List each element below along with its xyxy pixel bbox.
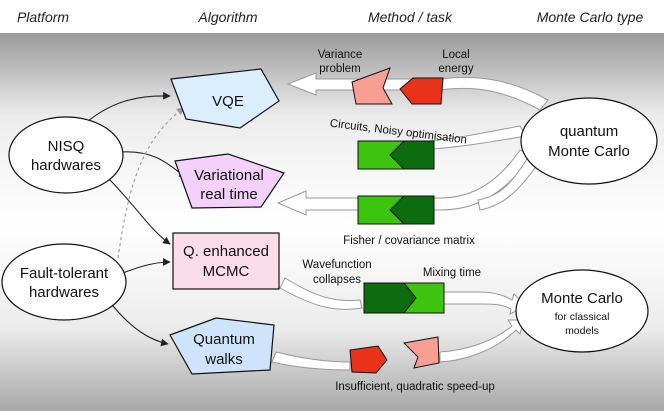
insufficient-salmon-shape (402, 336, 440, 369)
fisher-shape (357, 195, 435, 225)
nisq-platform-node: NISQ hardwares (8, 116, 124, 194)
mcmc-rect (172, 232, 280, 290)
header-band (0, 0, 664, 33)
fault-tolerant-ellipse (1, 243, 127, 321)
variance-problem-shape (351, 67, 393, 105)
insufficient-red (349, 345, 388, 374)
hollow-arrow-mcmc-to-mc (279, 277, 363, 310)
insufficient-label: Insufficient, quadratic speed-up (335, 381, 495, 393)
vqe-node: VQE (170, 68, 280, 129)
variance-problem-label-line1: Variance (318, 49, 363, 61)
variational-real-time-node: Variational real time (174, 153, 285, 209)
insufficient-salmon (402, 336, 440, 369)
arrow-ft-to-walks (107, 299, 169, 347)
hollow-arrow-walks-to-insufficient (271, 351, 351, 371)
quantum-mc-ellipse (520, 97, 658, 185)
header-algorithm: Algorithm (197, 9, 257, 25)
fault-tolerant-label-line1: Fault-tolerant (20, 265, 109, 282)
variance-salmon-shape (351, 67, 393, 105)
mixing-green-light (402, 282, 445, 314)
mcmc-label-line2: MCMC (203, 263, 250, 280)
wavefunction-label-line1: Wavefunction (302, 259, 371, 271)
nisq-ellipse (8, 116, 124, 194)
hollow-arrow-insufficient-to-mc (439, 319, 525, 363)
fisher-label: Fisher / covariance matrix (343, 235, 475, 247)
variational-pentagon (174, 153, 285, 209)
classical-mc-label-line3: models (565, 325, 599, 337)
header-platform: Platform (17, 9, 69, 25)
arrow-nisq-to-mcmc (107, 177, 171, 245)
vqe-pentagon (170, 68, 280, 129)
quantum-mc-label-line1: quantum (560, 123, 618, 140)
variational-label-line2: real time (200, 186, 258, 203)
circuits-noisy-shape (357, 140, 435, 170)
fault-tolerant-label-line2: hardwares (29, 284, 99, 301)
wavefunction-label-line2: collapses (313, 274, 361, 286)
vqe-label: VQE (212, 93, 244, 110)
local-energy-red-shape (399, 77, 444, 105)
local-energy-label-line1: Local (442, 49, 470, 61)
hollow-arrow-qmc-to-fisher (477, 153, 543, 211)
mixing-time-label: Mixing time (423, 267, 481, 279)
header-mc-type: Monte Carlo type (537, 9, 644, 25)
quantum-monte-carlo-node: quantum Monte Carlo (520, 97, 658, 185)
insufficient-red-shape (349, 345, 388, 374)
classical-mc-label-line2: for classical (555, 311, 610, 323)
classical-mc-ellipse (515, 269, 649, 353)
header-method: Method / task (368, 9, 453, 25)
q-enhanced-mcmc-node: Q. enhanced MCMC (172, 232, 280, 290)
variational-label-line1: Variational (194, 167, 264, 184)
walks-pentagon (169, 317, 275, 375)
mcmc-label-line1: Q. enhanced (183, 243, 269, 260)
quantum-mc-label-line2: Monte Carlo (548, 143, 630, 160)
classical-mc-label-line1: Monte Carlo (541, 290, 623, 307)
local-energy-shape (399, 77, 444, 105)
fault-tolerant-platform-node: Fault-tolerant hardwares (1, 243, 127, 321)
fisher-green-dark (389, 195, 435, 225)
mixing-shape (363, 282, 445, 314)
circuits-green-dark (389, 140, 435, 170)
walks-label-line1: Quantum (193, 331, 255, 348)
quantum-walks-node: Quantum walks (169, 317, 275, 375)
local-energy-label-line2: energy (438, 63, 473, 75)
nisq-label-line2: hardwares (31, 157, 101, 174)
arrow-ft-to-vqe-dashed (117, 107, 185, 259)
classical-monte-carlo-node: Monte Carlo for classical models (515, 269, 649, 353)
variance-problem-label-line2: problem (319, 63, 361, 75)
walks-label-line2: walks (204, 351, 243, 368)
nisq-label-line1: NISQ (48, 138, 85, 155)
